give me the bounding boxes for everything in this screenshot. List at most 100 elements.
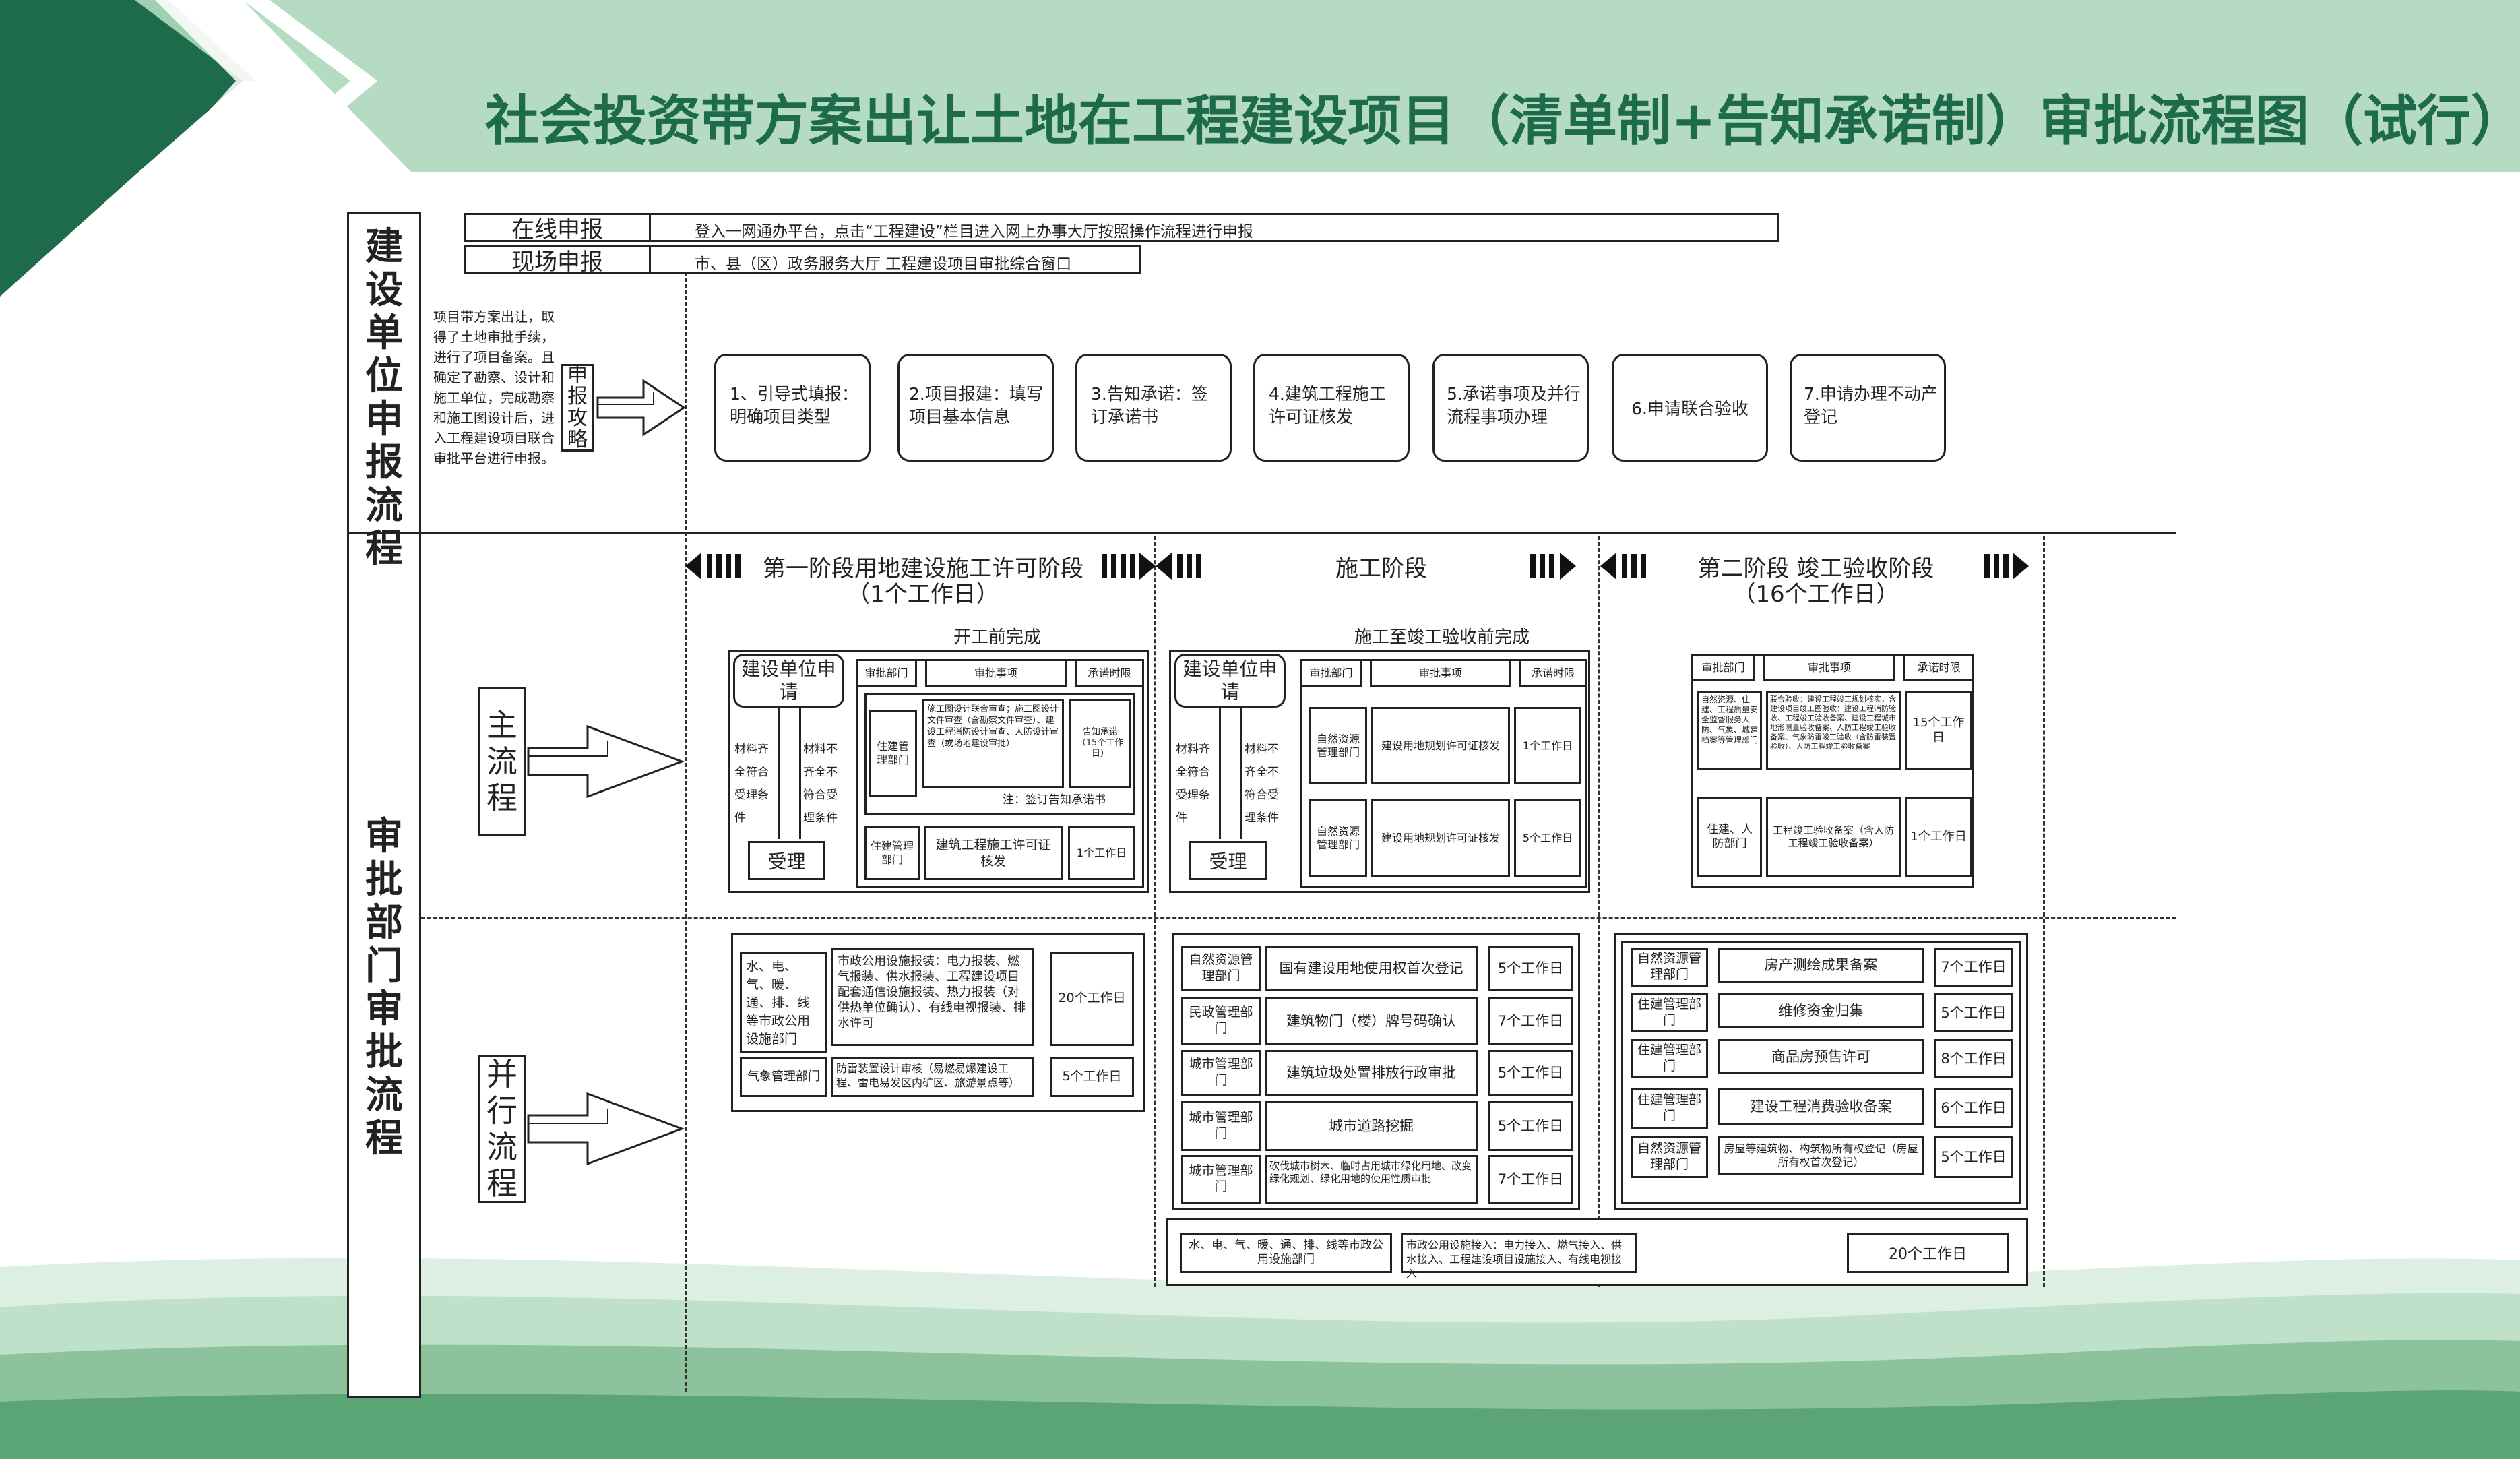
- par2-frame: 自然资源管理部门 国有建设用地使用权首次登记 5个工作日 民政管理部门 建筑物门…: [1172, 933, 1580, 1210]
- step-5: 5.承诺事项及并行流程事项办理: [1432, 354, 1589, 462]
- divider-dashed-phase3: [2043, 536, 2045, 1287]
- par1-r2-limit: 5个工作日: [1050, 1057, 1134, 1097]
- step-4-text: 4.建筑工程施工许可证核发: [1269, 383, 1400, 429]
- par2-r5-limit: 7个工作日: [1488, 1155, 1573, 1204]
- main2-r1-dept: 自然资源管理部门: [1309, 707, 1367, 784]
- main3-r1-item: 联合验收：建设工程竣工规划核实，含建设项目竣工图验收；建设工程消防验收、工程竣工…: [1766, 691, 1901, 770]
- divider-dashed-horizontal: [421, 917, 2176, 919]
- main2-h-dept: 审批部门: [1302, 661, 1362, 687]
- main2-r1-limit: 1个工作日: [1514, 707, 1581, 784]
- step-2: 2.项目报建：填写项目基本信息: [897, 354, 1054, 462]
- par2-r4-dept: 城市管理部门: [1181, 1101, 1261, 1151]
- onsite-text: 市、县（区）政务服务大厅 工程建设项目审批综合窗口: [695, 251, 1071, 274]
- par3-r1-limit: 7个工作日: [1934, 948, 2013, 987]
- main1-notok: 材料不齐全不符合受理条件: [803, 738, 842, 830]
- main1-r2-item: 建筑工程施工许可证核发: [924, 826, 1063, 880]
- phase2-sub: 施工至竣工验收前完成: [1314, 623, 1570, 648]
- par-bottom-dept: 水、电、气、暖、通、排、线等市政公用设施部门: [1180, 1233, 1392, 1273]
- intro-note: 项目带方案出让，取得了土地审批手续，进行了项目备案。且确定了勘察、设计和施工单位…: [433, 307, 563, 468]
- par1-r2-dept: 气象管理部门: [740, 1057, 827, 1097]
- main3-r1-limit: 15个工作日: [1905, 691, 1972, 770]
- par2-r3-dept: 城市管理部门: [1181, 1050, 1261, 1096]
- par3-r2-item: 维修资金归集: [1718, 993, 1924, 1028]
- main2-r1-item: 建设用地规划许可证核发: [1371, 707, 1510, 784]
- main1-r1-limit: 告知承诺（15个工作日）: [1069, 699, 1131, 788]
- onsite-bar: 现场申报 市、县（区）政务服务大厅 工程建设项目审批综合窗口: [464, 245, 1141, 274]
- par2-r5-dept: 城市管理部门: [1181, 1155, 1261, 1204]
- left-label-bottom: 审批部门审批流程: [357, 815, 411, 1160]
- main-flow-arrow: [527, 721, 689, 802]
- main1-r1-item: 施工图设计联合审查；施工图设计文件审查（含勘察文件审查）、建设工程消防设计审查、…: [922, 699, 1064, 788]
- par3-r2-dept: 住建管理部门: [1631, 993, 1708, 1032]
- main3-h-dept: 审批部门: [1693, 656, 1755, 681]
- par2-r2-dept: 民政管理部门: [1181, 997, 1261, 1045]
- par3-r4-dept: 住建管理部门: [1631, 1088, 1708, 1129]
- online-bar: 在线申报 登入一网通办平台，点击“工程建设”栏目进入网上办事大厅按照操作流程进行…: [464, 213, 1779, 242]
- par2-r3-item: 建筑垃圾处置排放行政审批: [1265, 1050, 1478, 1096]
- main2-table: 审批部门 审批事项 承诺时限 自然资源管理部门 建设用地规划许可证核发 1个工作…: [1300, 659, 1587, 888]
- phase3-days: （16个工作日）: [1705, 578, 1927, 605]
- divider-dashed-phase2: [1598, 536, 1600, 1287]
- par2-r3-limit: 5个工作日: [1488, 1050, 1573, 1096]
- par1-r1-item: 市政公用设施报装：电力报装、燃气报装、供水报装、工程建设项目配套通信设施报装、热…: [831, 948, 1034, 1046]
- parallel-flow-arrow: [527, 1088, 689, 1169]
- par3-r4-item: 建设工程消费验收备案: [1718, 1088, 1924, 1125]
- frame-divider: [347, 532, 2176, 534]
- page-title: 社会投资带方案出让土地在工程建设项目（清单制+告知承诺制）审批流程图（试行）: [485, 84, 2480, 158]
- par3-r3-limit: 8个工作日: [1934, 1039, 2013, 1078]
- main3-table: 审批部门 审批事项 承诺时限 自然资源、住建、工程质量安全监督服务人防、气象、城…: [1691, 654, 1974, 888]
- main1-apply: 建设单位申请: [733, 654, 844, 708]
- main2-r2-item: 建设用地规划许可证核发: [1371, 799, 1510, 877]
- guide-arrow: [596, 377, 691, 438]
- main1-ok: 材料齐全符合受理条件: [734, 738, 775, 830]
- par2-r1-item: 国有建设用地使用权首次登记: [1265, 946, 1478, 991]
- par2-r4-item: 城市道路挖掘: [1265, 1101, 1478, 1151]
- par3-r4-limit: 6个工作日: [1934, 1088, 2013, 1128]
- main-flow-label: 主流程: [478, 687, 526, 836]
- step-4: 4.建筑工程施工许可证核发: [1253, 354, 1410, 462]
- main1-h-limit: 承诺时限: [1075, 661, 1142, 687]
- step-5-text: 5.承诺事项及并行流程事项办理: [1447, 383, 1581, 429]
- main1-accept: 受理: [748, 841, 825, 880]
- online-text: 登入一网通办平台，点击“工程建设”栏目进入网上办事大厅按照操作流程进行申报: [695, 218, 1253, 241]
- main3-r2-dept: 住建、人防部门: [1697, 797, 1762, 877]
- par3-r2-limit: 5个工作日: [1934, 993, 2013, 1032]
- step-1-text: 1、引导式填报：明确项目类型: [730, 383, 861, 429]
- step-6: 6.申请联合验收: [1612, 354, 1768, 462]
- main3-r1-dept: 自然资源、住建、工程质量安全监督服务人防、气象、城建档案等管理部门: [1697, 691, 1762, 770]
- phase2-title: 施工阶段: [1280, 553, 1482, 580]
- main3-r2-item: 工程竣工验收备案（含人防工程竣工验收备案）: [1766, 797, 1901, 877]
- parallel-flow-label: 并行流程: [478, 1055, 526, 1203]
- step-3-text: 3.告知承诺：签订承诺书: [1091, 383, 1222, 429]
- main2-arrow-up: [1240, 708, 1242, 839]
- main1-arrow-down: [778, 708, 780, 839]
- main2-h-limit: 承诺时限: [1519, 661, 1585, 687]
- main2-r2-dept: 自然资源管理部门: [1309, 799, 1367, 877]
- phase1-sub: 开工前完成: [896, 623, 1098, 648]
- par3-frame: 自然资源管理部门 房产测绘成果备案 7个工作日 住建管理部门 维修资金归集 5个…: [1614, 933, 2028, 1210]
- left-label-top: 建设单位申报流程: [357, 226, 411, 571]
- par1-r1-limit: 20个工作日: [1050, 952, 1134, 1046]
- main2-arrow-down: [1219, 708, 1221, 839]
- par2-r1-limit: 5个工作日: [1488, 946, 1573, 991]
- step-7: 7.申请办理不动产登记: [1790, 354, 1946, 462]
- guide-label: 申报攻略: [561, 364, 594, 452]
- main2-notok: 材料不齐全不符合受理条件: [1245, 738, 1284, 830]
- par-bottom-item: 市政公用设施接入：电力接入、燃气接入、供水接入、工程建设项目设施接入、有线电视接…: [1401, 1233, 1637, 1273]
- par1-r1-dept: 水、电、气、暖、通、排、线等市政公用设施部门: [740, 952, 827, 1053]
- par2-r4-limit: 5个工作日: [1488, 1101, 1573, 1151]
- par1-frame: 水、电、气、暖、通、排、线等市政公用设施部门 市政公用设施报装：电力报装、燃气报…: [731, 933, 1145, 1112]
- main2-accept: 受理: [1189, 841, 1267, 880]
- step-3: 3.告知承诺：签订承诺书: [1075, 354, 1232, 462]
- main3-r2-limit: 1个工作日: [1905, 797, 1972, 877]
- main3-h-item: 审批事项: [1763, 656, 1895, 681]
- par3-r3-item: 商品房预售许可: [1718, 1039, 1924, 1074]
- main1-note: 注：签订告知承诺书: [1003, 793, 1137, 807]
- divider-dashed-phase1: [1154, 536, 1156, 1287]
- step-2-text: 2.项目报建：填写项目基本信息: [909, 383, 1047, 429]
- par3-r1-dept: 自然资源管理部门: [1631, 948, 1708, 987]
- par3-r3-dept: 住建管理部门: [1631, 1039, 1708, 1078]
- main3-h-limit: 承诺时限: [1903, 656, 1972, 681]
- par2-r2-item: 建筑物门（楼）牌号码确认: [1265, 997, 1478, 1045]
- main2-h-item: 审批事项: [1370, 661, 1511, 687]
